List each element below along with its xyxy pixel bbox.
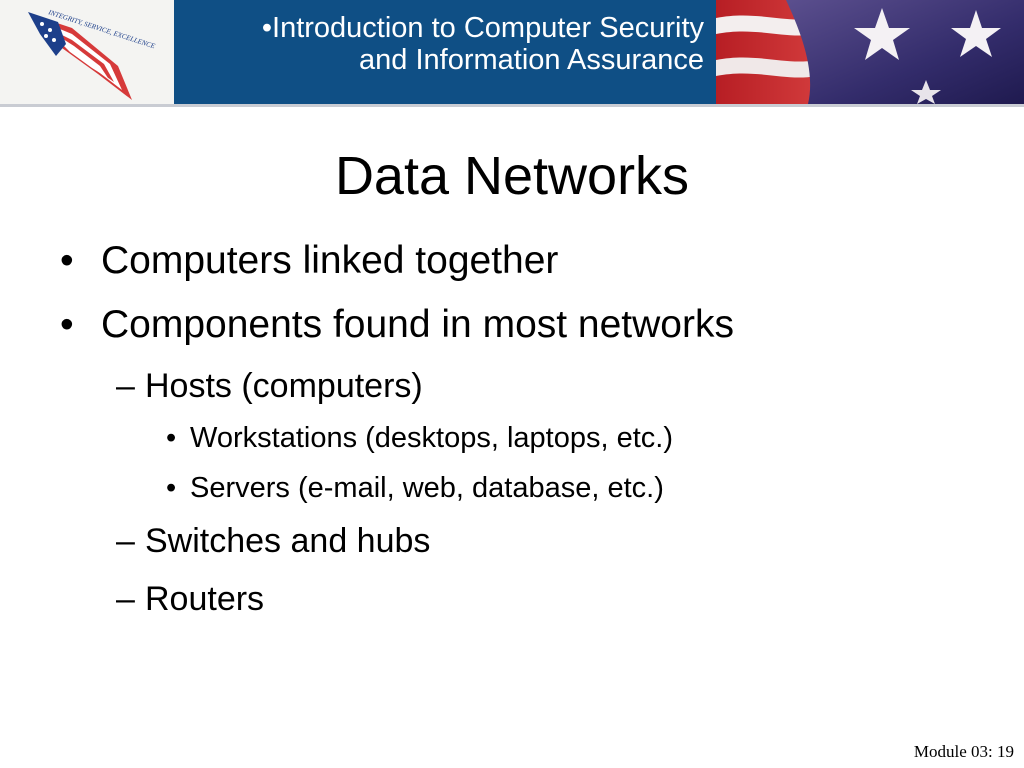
flag-image xyxy=(716,0,1024,104)
course-title-line-2: and Information Assurance xyxy=(359,44,704,76)
logo: INTEGRITY, SERVICE, EXCELLENCE xyxy=(0,0,174,104)
page-number: Module 03: 19 xyxy=(913,742,1014,761)
sub-bullet-text: Switches and hubs xyxy=(145,522,431,560)
dash-marker: – xyxy=(116,367,135,405)
dash-marker: – xyxy=(116,580,135,618)
sub-sub-bullet-text: Servers (e-mail, web, database, etc.) xyxy=(190,472,664,504)
sub-sub-bullet-text: Workstations (desktops, laptops, etc.) xyxy=(190,422,674,454)
bullet-text: Components found in most networks xyxy=(101,303,734,346)
header-divider xyxy=(0,104,1024,107)
us-flag-icon xyxy=(716,0,1024,104)
bullet-text: Computers linked together xyxy=(101,239,559,282)
slide-title: Data Networks xyxy=(334,146,690,206)
bullet-marker: • xyxy=(166,422,177,454)
header-banner: INTEGRITY, SERVICE, EXCELLENCE •Introduc… xyxy=(0,0,1024,107)
dash-marker: – xyxy=(116,522,135,560)
sub-bullet-text: Hosts (computers) xyxy=(145,367,423,405)
course-title-line-1: •Introduction to Computer Security xyxy=(261,12,704,44)
course-title-box: •Introduction to Computer Security and I… xyxy=(174,0,716,104)
bullet-marker: • xyxy=(166,472,177,504)
bullet-marker: • xyxy=(60,239,74,282)
sub-bullet-text: Routers xyxy=(145,580,265,618)
bullet-marker: • xyxy=(60,303,74,346)
flag-logo-icon: INTEGRITY, SERVICE, EXCELLENCE xyxy=(28,8,157,100)
